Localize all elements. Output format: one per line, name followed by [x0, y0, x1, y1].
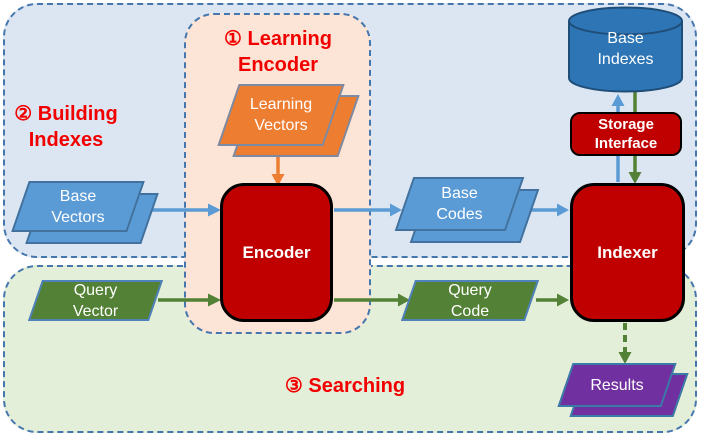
base-indexes-cylinder	[568, 6, 683, 93]
base-codes-label: Base Codes	[436, 185, 483, 223]
learning-vectors-label: Learning Vectors	[249, 96, 313, 134]
building-indexes-label-line1: ② Building	[14, 103, 118, 125]
results-node: Results	[557, 363, 689, 417]
arrow-query-code-to-indexer	[536, 293, 569, 307]
cylinder-top	[568, 6, 683, 36]
learning-encoder-label-line1: ① Learning	[224, 28, 332, 50]
building-indexes-label-line2: Indexes	[28, 129, 104, 151]
searching-label-line1: ③ Searching	[284, 375, 406, 397]
learning-vectors-node: Learning Vectors	[217, 84, 360, 157]
arrow-indexer-to-results	[618, 323, 632, 364]
encoder-box: Encoder	[220, 183, 333, 322]
storage-interface-label-line2: Interface	[594, 135, 658, 152]
query-vector-label: Query Vector	[72, 281, 119, 320]
arrow-base-vectors-to-encoder	[150, 203, 221, 217]
searching-label: ③ Searching	[270, 373, 420, 399]
query-code-label: Query Code	[448, 281, 492, 320]
storage-interface-label-line1: Storage	[598, 116, 654, 133]
base-vectors-label: Base Vectors	[51, 187, 105, 226]
arrow-learning-vectors-to-encoder	[271, 157, 285, 186]
building-indexes-label: ② Building Indexes	[0, 101, 132, 153]
base-codes-node: Base Codes	[394, 177, 540, 243]
cylinder-body	[568, 21, 683, 93]
arrow-encoder-to-base-codes	[334, 203, 402, 217]
results-label: Results	[590, 376, 644, 394]
base-indexes-label: Base Indexes	[597, 30, 654, 68]
indexer-box: Indexer	[570, 183, 685, 322]
indexer-label: Indexer	[597, 242, 658, 262]
learning-encoder-label-line2: Encoder	[237, 54, 319, 76]
encoder-label: Encoder	[242, 242, 311, 262]
query-vector-node: Query Vector	[27, 280, 164, 321]
base-vectors-node: Base Vectors	[11, 181, 159, 244]
learning-encoder-label: ① Learning Encoder	[205, 26, 351, 78]
arrow-encoder-to-query-code	[334, 293, 410, 307]
storage-interface-box: Storage Interface	[570, 112, 682, 156]
query-code-node: Query Code	[400, 280, 540, 321]
arrow-query-vector-to-encoder	[158, 293, 221, 307]
